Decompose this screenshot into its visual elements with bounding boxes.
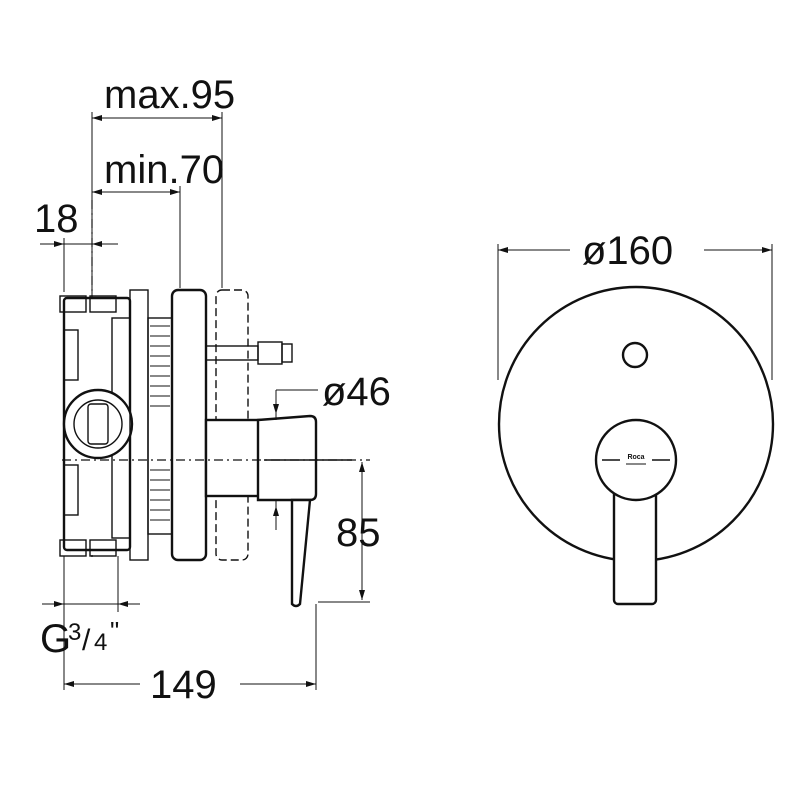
dimension-label-min: min.70 [104, 148, 224, 192]
dimension-label-18: 18 [34, 197, 79, 241]
thread-fraction-numerator: 3 [68, 619, 81, 646]
handle-hub [594, 418, 678, 502]
dimension-label-85: 85 [336, 511, 381, 555]
dimension-label-149: 149 [150, 663, 217, 707]
thread-fraction-denominator: 4 [94, 629, 107, 656]
side-view: max.95 min.70 18 [34, 73, 391, 707]
dimension-label-g: G [40, 617, 71, 661]
dimension-label-46: ø46 [322, 370, 391, 414]
diverter-knob [621, 341, 649, 369]
thread-inch-mark: " [110, 616, 119, 646]
dimension-18: 18 [34, 197, 118, 292]
lever-body [204, 414, 352, 608]
lever-handle [612, 488, 658, 606]
front-plate [170, 288, 208, 562]
dimension-min-70: min.70 [92, 148, 224, 288]
dimension-max-95: max.95 [91, 73, 235, 300]
dimension-g-thread: G 3 / 4 " [40, 556, 140, 690]
dimension-85: 85 [318, 462, 381, 603]
embedded-body [59, 295, 134, 557]
dimension-46: ø46 [273, 370, 391, 530]
brand-logo: Roca [627, 454, 644, 461]
front-view: ø160 Roca [497, 229, 775, 606]
dimension-label-max: max.95 [104, 73, 235, 117]
thread-fraction-slash: / [82, 624, 91, 657]
vent-grille [129, 289, 173, 561]
diverter-stem [205, 341, 293, 365]
dimension-160: ø160 [497, 229, 773, 380]
dimension-label-160: ø160 [582, 229, 673, 273]
dimension-149: 149 [64, 604, 317, 707]
